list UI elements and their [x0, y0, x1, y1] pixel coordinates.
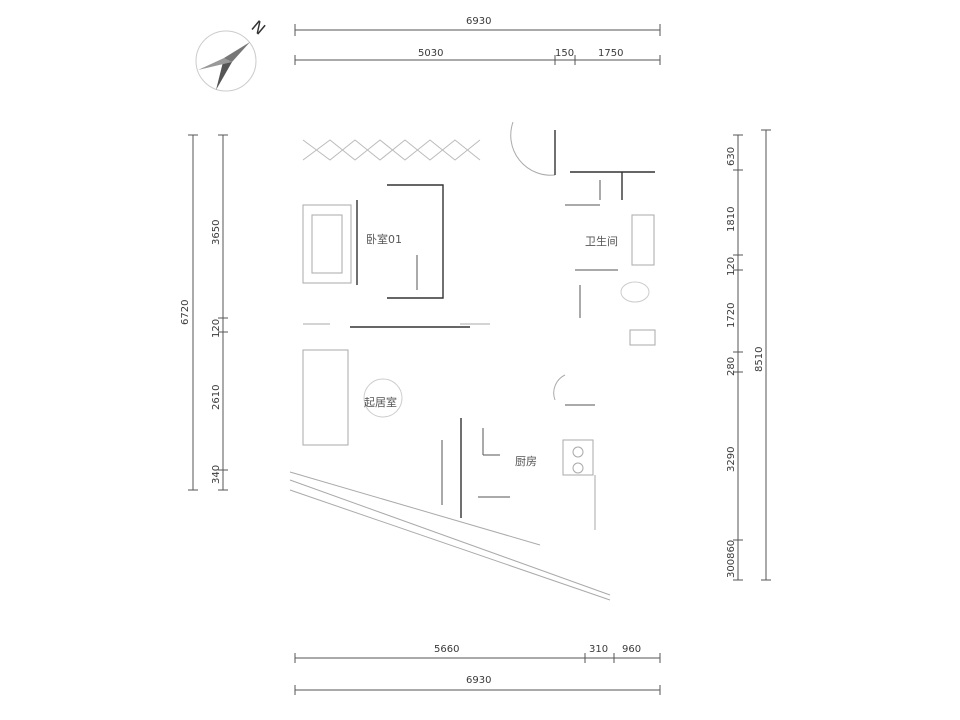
room-label-bathroom: 卫生间	[585, 234, 618, 248]
right-dimension-1: 630	[726, 147, 737, 166]
bed	[302, 204, 352, 284]
left-dimensions: 6720 3650 120 2610 340	[180, 134, 228, 491]
top-dimension-2: 150	[555, 48, 574, 59]
bottom-dimension-3: 960	[622, 644, 641, 655]
entry-door	[510, 121, 556, 176]
top-dimension-1: 5030	[418, 48, 443, 59]
north-arrow-icon: N	[195, 16, 269, 92]
right-dimensions: 630 1810 120 1720 280 3290 300860 8510	[726, 129, 771, 581]
top-dimension-3: 1750	[598, 48, 623, 59]
right-dimension-4: 1720	[726, 303, 737, 328]
bottom-dimension-1: 5660	[434, 644, 459, 655]
left-dimension-4: 340	[211, 465, 222, 484]
kitchen-door	[553, 374, 566, 401]
top-dimensions: 6930 5030 150 1750	[294, 16, 661, 65]
left-dimension-3: 2610	[211, 385, 222, 410]
right-dimension-2: 1810	[726, 207, 737, 232]
bottom-total-dimension: 6930	[466, 675, 491, 686]
sofa	[302, 349, 349, 446]
room-label-bedroom: 卧室01	[366, 232, 402, 246]
stove	[562, 439, 594, 476]
coffee-table	[363, 378, 403, 418]
north-label: N	[248, 16, 269, 38]
right-dimension-7: 300860	[726, 540, 737, 578]
right-total-dimension: 8510	[754, 347, 765, 372]
top-total-dimension: 6930	[466, 16, 491, 27]
left-dimension-2: 120	[211, 319, 222, 338]
top-window	[302, 139, 481, 161]
right-dimension-6: 3290	[726, 447, 737, 472]
shower	[631, 214, 655, 266]
right-dimension-5: 280	[726, 357, 737, 376]
room-label-living: 起居室	[364, 395, 397, 409]
bottom-dimension-2: 310	[589, 644, 608, 655]
room-label-kitchen: 厨房	[515, 455, 537, 468]
toilet	[620, 281, 650, 303]
left-dimension-1: 3650	[211, 220, 222, 245]
floor-plan-walls	[289, 121, 656, 601]
bottom-dimensions: 5660 310 960 6930	[294, 644, 661, 695]
right-dimension-3: 120	[726, 257, 737, 276]
left-total-dimension: 6720	[180, 300, 191, 325]
